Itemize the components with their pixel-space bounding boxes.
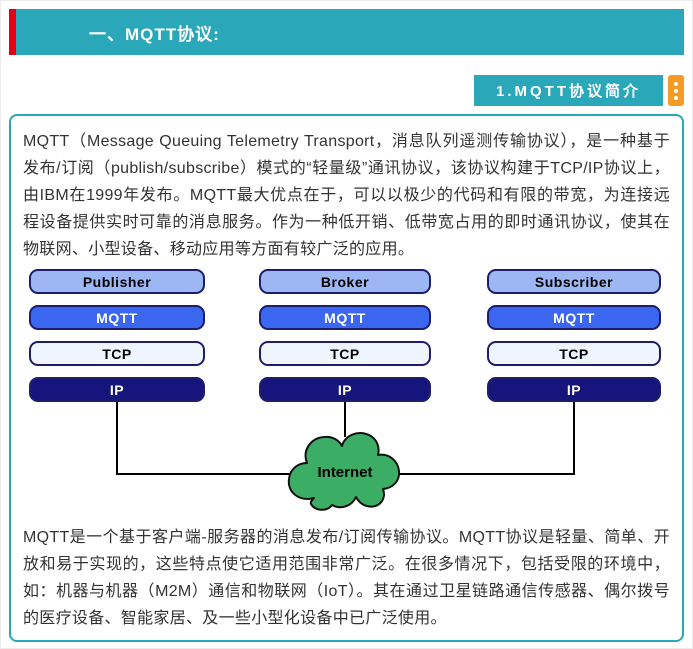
publisher-box: Publisher	[29, 269, 205, 294]
connector-line	[573, 402, 575, 475]
subsection-row: 1.MQTT协议简介	[9, 75, 684, 106]
more-options-button[interactable]	[668, 75, 684, 106]
mqtt-layer-box: MQTT	[487, 305, 661, 330]
dot-icon	[674, 81, 678, 86]
tcp-layer-box: TCP	[259, 341, 431, 366]
section-banner: 一、MQTT协议:	[9, 9, 684, 55]
mqtt-layer-box: MQTT	[259, 305, 431, 330]
internet-label: Internet	[317, 463, 373, 481]
tcp-layer-box: TCP	[487, 341, 661, 366]
protocol-stack-subscriber: Subscriber MQTT TCP IP	[487, 269, 661, 402]
subscriber-box: Subscriber	[487, 269, 661, 294]
content-card: MQTT（Message Queuing Telemetry Transport…	[9, 114, 684, 642]
red-accent-bar	[9, 9, 16, 55]
section-title: 一、MQTT协议:	[89, 24, 220, 44]
mqtt-layer-box: MQTT	[29, 305, 205, 330]
connector-line	[344, 402, 346, 437]
subsection-badge: 1.MQTT协议简介	[474, 75, 663, 106]
ip-layer-box: IP	[487, 377, 661, 402]
broker-box: Broker	[259, 269, 431, 294]
outro-paragraph: MQTT是一个基于客户端-服务器的消息发布/订阅传输协议。MQTT协议是轻量、简…	[23, 529, 670, 627]
cloud-icon	[287, 432, 401, 511]
ip-layer-box: IP	[259, 377, 431, 402]
connector-line	[393, 473, 575, 475]
tcp-layer-box: TCP	[29, 341, 205, 366]
protocol-stack-broker: Broker MQTT TCP IP	[259, 269, 431, 402]
internet-cloud: Internet	[281, 422, 409, 522]
dot-icon	[674, 88, 678, 93]
dot-icon	[674, 95, 678, 100]
ip-layer-box: IP	[29, 377, 205, 402]
intro-paragraph: MQTT（Message Queuing Telemetry Transport…	[23, 133, 670, 258]
connector-line	[116, 402, 118, 475]
connector-line	[116, 473, 298, 475]
mqtt-architecture-diagram: Publisher MQTT TCP IP Broker MQTT TCP IP…	[23, 269, 670, 524]
protocol-stack-publisher: Publisher MQTT TCP IP	[29, 269, 205, 402]
